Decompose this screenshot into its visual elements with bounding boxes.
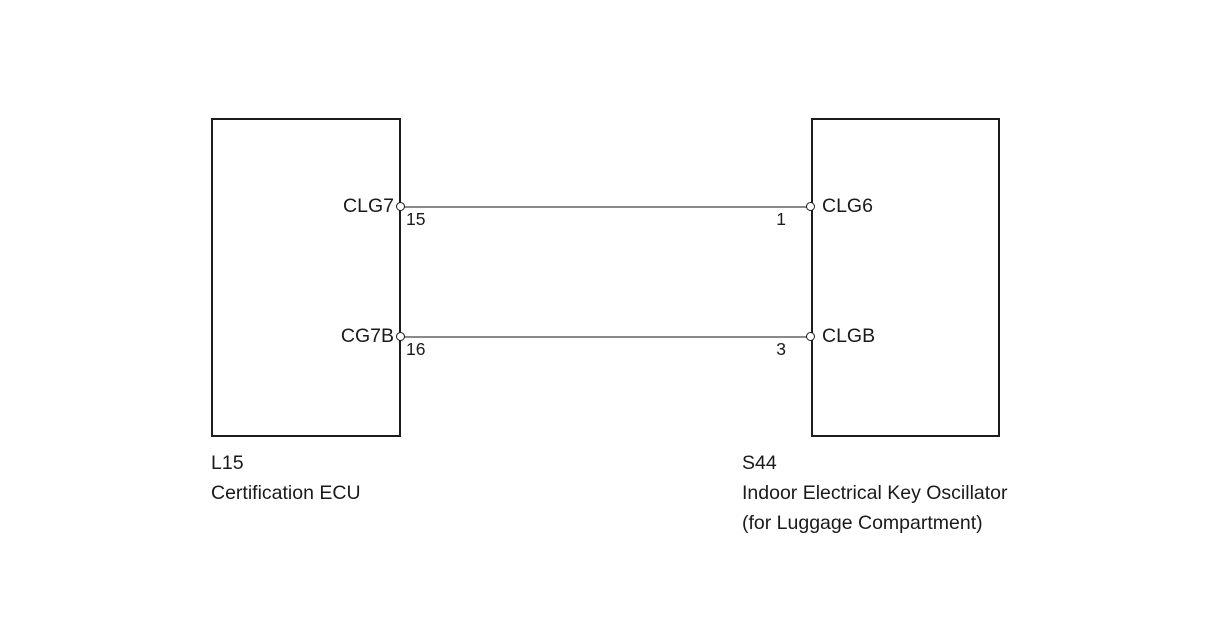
pin-number-right-1: 1 [776,209,786,229]
signal-label-right-2: CLGB [822,325,876,347]
terminal-icon-left-pin-16 [396,332,405,341]
component-caption-right: S44 Indoor Electrical Key Oscillator (fo… [742,448,1008,538]
wire-cg7b-to-clgb [401,336,811,338]
pin-number-right-2: 3 [776,339,786,359]
component-name-right: Indoor Electrical Key Oscillator [742,482,1008,504]
component-code-left: L15 [211,452,244,474]
terminal-icon-right-pin-3 [806,332,815,341]
wire-clg7-to-clg6 [401,206,811,208]
terminal-icon-left-pin-15 [396,202,405,211]
pin-number-left-2: 16 [406,339,426,359]
terminal-icon-right-pin-1 [806,202,815,211]
signal-label-left-2: CG7B [340,325,394,347]
pin-number-left-1: 15 [406,209,426,229]
signal-label-right-1: CLG6 [822,195,873,217]
connector-box-left [211,118,401,437]
component-code-right: S44 [742,452,777,474]
component-name-right-line2: (for Luggage Compartment) [742,512,983,534]
component-name-left: Certification ECU [211,482,361,504]
signal-label-left-1: CLG7 [343,195,394,217]
connector-box-right [811,118,1000,437]
component-caption-left: L15 Certification ECU [211,448,361,508]
